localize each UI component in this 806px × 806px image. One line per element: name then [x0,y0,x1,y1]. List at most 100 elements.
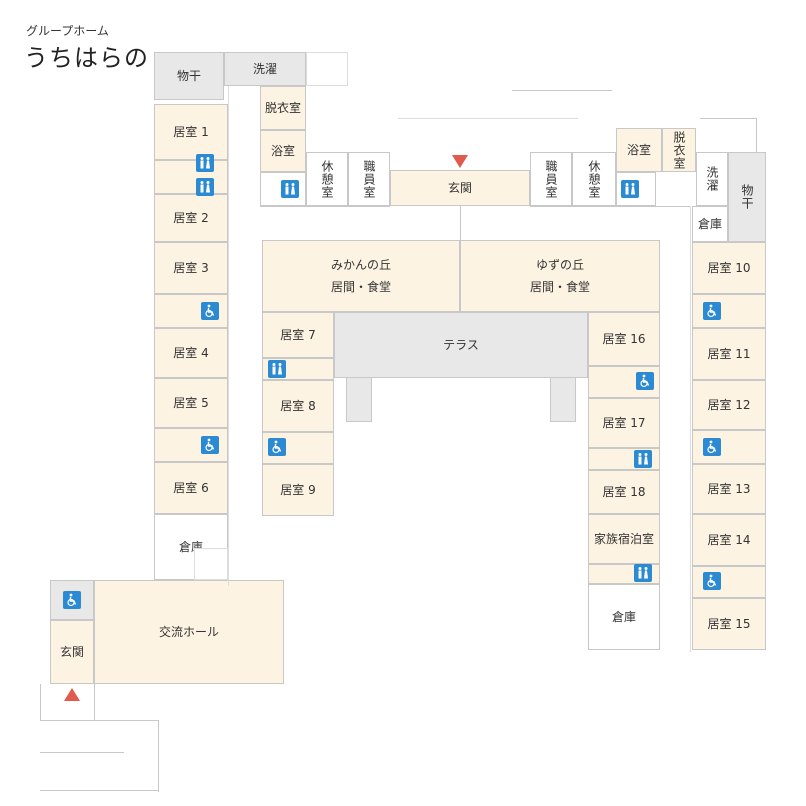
room-18[interactable]: 居室 18 [588,470,660,514]
mikan-no-oka-living[interactable]: みかんの丘 居間・食堂 [262,240,460,312]
room-7[interactable]: 居室 7 [262,312,334,358]
restroom-icon [268,360,286,378]
wheelchair-icon [63,591,81,609]
genkan-left[interactable]: 玄関 [50,620,94,684]
room-11[interactable]: 居室 11 [692,328,766,380]
souko-right-top[interactable]: 倉庫 [692,206,728,242]
room-13[interactable]: 居室 13 [692,464,766,514]
room-15[interactable]: 居室 15 [692,598,766,650]
room-label: 浴室 [270,144,295,158]
wall-line [398,118,578,119]
room-sublabel: 居間・食堂 [529,280,590,294]
accessible-restroom-block-12 [692,430,766,464]
room-label: 洗濯 [705,166,719,192]
room-label: 居室 7 [280,328,316,342]
sentaku-left[interactable]: 洗濯 [224,52,306,86]
room-14[interactable]: 居室 14 [692,514,766,566]
room-sublabel: 居間・食堂 [330,280,391,294]
room-label: 物干 [176,69,201,83]
monohoshi-left[interactable]: 物干 [154,52,224,100]
wall-line [40,752,124,753]
room-label: 居室 12 [707,398,751,412]
facility-title: うちはらの [24,44,149,72]
datsuishitsu-right[interactable]: 脱衣室 [662,128,696,172]
room-label: 居室 11 [707,347,751,361]
room-5[interactable]: 居室 5 [154,378,228,428]
room-3[interactable]: 居室 3 [154,242,228,294]
terrace-leg-left [346,378,372,422]
monohoshi-right[interactable]: 物干 [728,152,766,242]
room-label: テラス [443,338,479,352]
room-10[interactable]: 居室 10 [692,242,766,294]
room-label: 居室 8 [280,399,316,413]
room-label: 居室 9 [280,483,316,497]
genkan-center[interactable]: 玄関 [390,170,530,206]
wall-line [40,684,41,720]
room-label: 居室 16 [602,332,646,346]
wall-line [40,720,158,721]
room-2[interactable]: 居室 2 [154,194,228,242]
room-12[interactable]: 居室 12 [692,380,766,430]
entrance-triangle-icon [64,688,80,701]
room-label: みかんの丘 [330,258,391,272]
yokushitsu-right[interactable]: 浴室 [616,128,662,172]
shokuinshitsu-left[interactable]: 職員室 [348,152,390,206]
room-8[interactable]: 居室 8 [262,380,334,432]
kazoku-shukuhaku-shitsu[interactable]: 家族宿泊室 [588,514,660,564]
koryu-hall[interactable]: 交流ホール [94,580,284,684]
room-label: 居室 6 [173,481,209,495]
restroom-icon [634,564,652,582]
room-6[interactable]: 居室 6 [154,462,228,514]
kyukeishitsu-right[interactable]: 休憩室 [572,152,616,206]
restroom-icon [634,450,652,468]
room-label: 物干 [740,184,754,210]
accessible-restroom-block-16 [588,366,660,398]
wall-line [260,206,390,207]
wall-line [40,790,158,791]
souko-right-bottom[interactable]: 倉庫 [588,584,660,650]
room-label: 脱衣室 [264,101,301,115]
room-label: 倉庫 [611,610,636,624]
room-label: 居室 14 [707,533,751,547]
entrance-triangle-icon [452,155,468,168]
wheelchair-icon [703,438,721,456]
yuzu-no-oka-living[interactable]: ゆずの丘 居間・食堂 [460,240,660,312]
terrace[interactable]: テラス [334,312,588,378]
room-label: 居室 2 [173,211,209,225]
restroom-icon [196,154,214,172]
room-label: 居室 15 [707,617,751,631]
room-label: 居室 3 [173,261,209,275]
wall-line [512,90,612,91]
room-label: 職員室 [362,159,376,199]
datsuishitsu-left[interactable]: 脱衣室 [260,86,306,130]
room-16[interactable]: 居室 16 [588,312,660,366]
wall-line [460,206,461,240]
room-label: ゆずの丘 [535,258,584,272]
room-1[interactable]: 居室 1 [154,104,228,160]
room-label: 居室 5 [173,396,209,410]
yokushitsu-left[interactable]: 浴室 [260,130,306,172]
room-label: 交流ホール [158,625,219,639]
kyukeishitsu-left[interactable]: 休憩室 [306,152,348,206]
wheelchair-icon [268,438,286,456]
restroom-block-1 [154,160,228,194]
wall-line [158,720,159,792]
shokuinshitsu-right[interactable]: 職員室 [530,152,572,206]
room-label: 休憩室 [320,159,334,199]
restroom-icon [281,180,299,198]
room-label: 休憩室 [587,159,601,199]
room-label: 居室 17 [602,416,646,430]
room-label: 職員室 [544,159,558,199]
restroom-icon [196,178,214,196]
room-label: 家族宿泊室 [593,532,654,546]
room-4[interactable]: 居室 4 [154,328,228,378]
room-label: 浴室 [626,143,651,157]
room-9[interactable]: 居室 9 [262,464,334,516]
wheelchair-icon [703,302,721,320]
wall-line [690,206,691,652]
wheelchair-icon [201,436,219,454]
room-17[interactable]: 居室 17 [588,398,660,448]
wall-line [530,206,690,207]
sentaku-right[interactable]: 洗濯 [696,152,728,206]
room-label: 洗濯 [252,62,277,76]
